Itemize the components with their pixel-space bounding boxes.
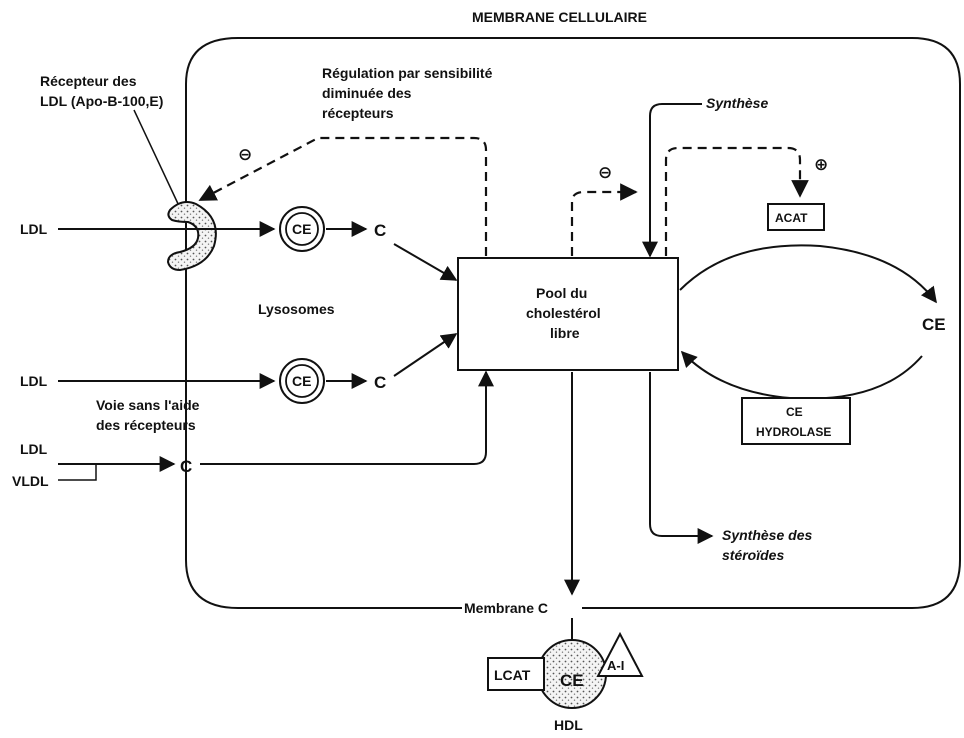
voie-label-1: Voie sans l'aide [96,397,200,413]
membrane-c-label: Membrane C [464,600,548,616]
c3-to-pool-arrow [200,370,494,465]
ldl-label-3: LDL [20,441,48,457]
steroides-label-2: stéroïdes [722,547,784,563]
ldl-label-1: LDL [20,221,48,237]
ce-hdl-label: CE [560,671,584,690]
minus-sign-receptor: ⊖ [238,145,252,164]
a1-label: A-I [607,658,624,673]
acat-box [767,203,825,231]
ce-hydrolase-label-2: HYDROLASE [756,425,831,439]
ce-right-label: CE [922,315,946,334]
ce-lysosome-1-label: CE [292,221,311,237]
regulation-label-2: diminuée des [322,85,412,101]
acat-activation-arrow [664,146,809,256]
plus-sign-acat: ⊕ [814,155,828,174]
synthese-label: Synthèse [706,95,768,111]
minus-sign-synthese: ⊖ [598,163,612,182]
c-label-3: C [180,457,192,476]
pool-label-1: Pool du [536,285,587,301]
recepteur-label-1: Récepteur des [40,73,137,89]
lcat-box [487,657,545,691]
regulation-feedback-arrow [198,136,488,256]
lcat-label: LCAT [494,667,531,683]
c2-to-pool-arrow [393,333,458,377]
pool-box [457,257,679,371]
vldl-label: VLDL [12,473,49,489]
a1-triangle [596,631,644,677]
ldl-receptor-shape [166,201,217,272]
regulation-label-1: Régulation par sensibilité [322,65,493,81]
c1-to-pool-arrow [393,243,458,281]
recepteur-label-2: LDL (Apo-B-100,E) [40,93,163,109]
recepteur-pointer-line [133,109,181,209]
pool-label-3: libre [550,325,580,341]
steroides-label-1: Synthèse des [722,527,812,543]
c-label-2: C [374,373,386,392]
membrane-title: MEMBRANE CELLULAIRE [472,9,647,25]
lysosomes-label: Lysosomes [258,301,335,317]
hdl-label: HDL [554,717,583,733]
steroides-arrow [649,372,714,544]
vldl-line [58,464,97,481]
ce-to-pool-arc [680,350,923,400]
synthese-arrow [642,103,702,258]
ce-hydrolase-box [741,397,851,445]
regulation-label-3: récepteurs [322,105,394,121]
pool-label-2: cholestérol [526,305,601,321]
ce-lysosome-2-inner [285,364,319,398]
voie-label-2: des récepteurs [96,417,196,433]
cell-membrane-outline [185,37,961,609]
c-label-1: C [374,221,386,240]
ldl-label-2: LDL [20,373,48,389]
ce-lysosome-1-inner [285,212,319,246]
pool-to-ce-arc [679,244,937,304]
ce-lysosome-2-label: CE [292,373,311,389]
ce-hydrolase-label-1: CE [786,405,803,419]
acat-label: ACAT [775,211,808,225]
synthese-feedback-arrow [570,183,638,256]
